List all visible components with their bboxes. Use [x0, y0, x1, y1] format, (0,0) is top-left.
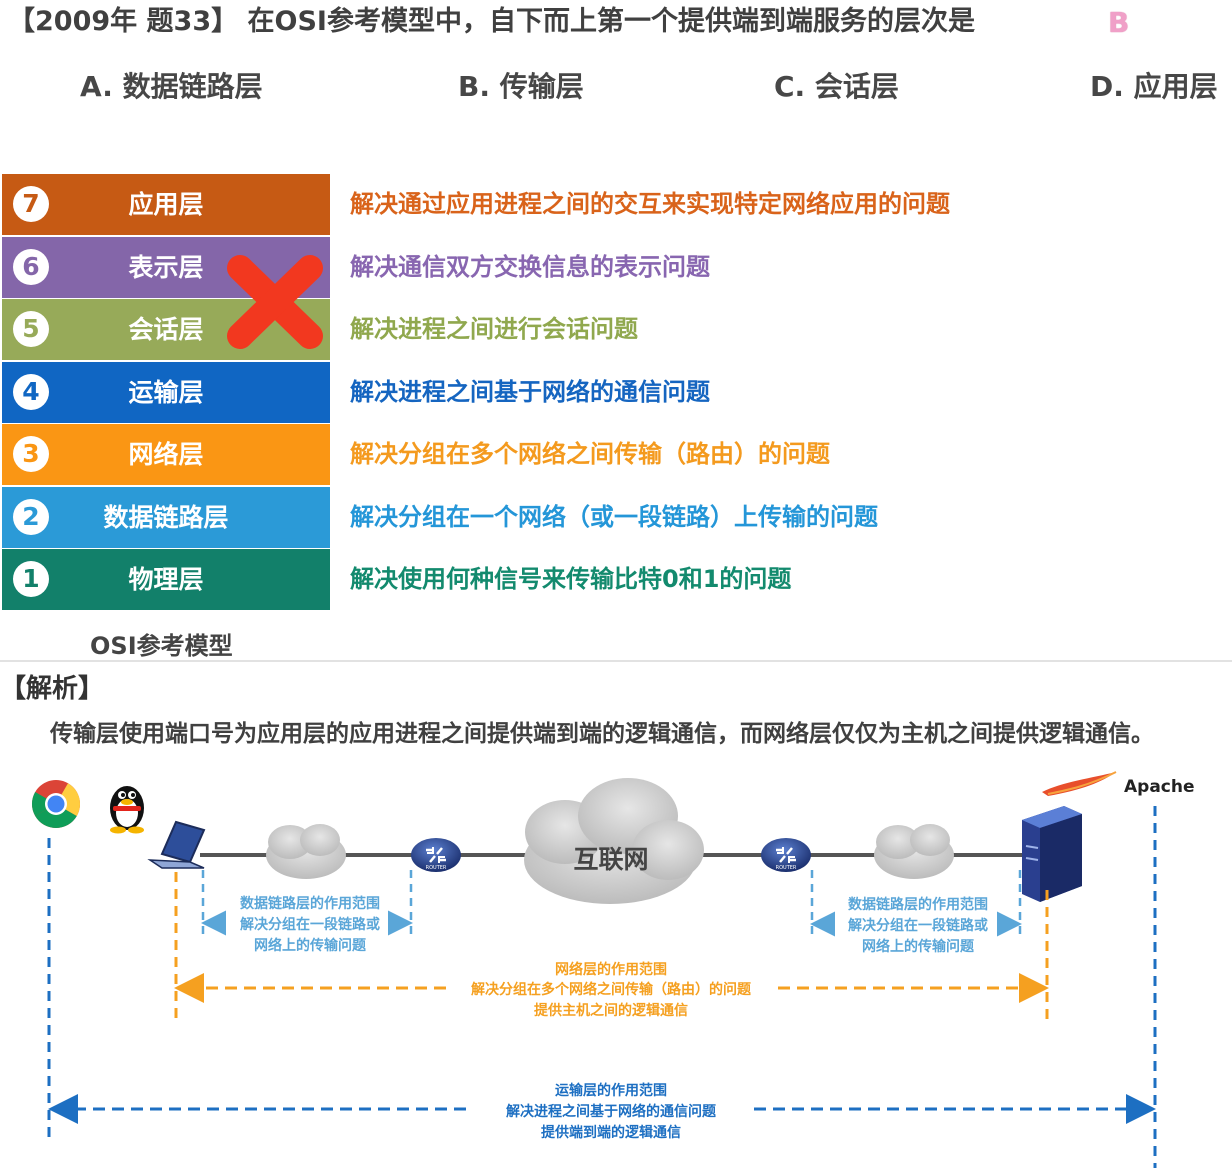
layer-number-badge: 1 [13, 561, 49, 597]
apache-label: Apache [1124, 777, 1195, 797]
option-a: A. 数据链路层 [80, 70, 263, 103]
layer-name: 数据链路层 [103, 503, 229, 532]
layer-row: 应用层 7 [2, 174, 330, 235]
apache-feather-icon [1042, 771, 1117, 796]
layer-number-badge: 7 [13, 186, 49, 222]
cloud-icon [874, 824, 954, 879]
datalink-left-label-2: 解决分组在一段链路或 [240, 916, 380, 933]
layer-name: 表示层 [128, 253, 204, 282]
svg-text:ROUTER: ROUTER [776, 865, 797, 871]
analysis-text: 传输层使用端口号为应用层的应用进程之间提供端到端的逻辑通信，而网络层仅仅为主机之… [50, 721, 1154, 747]
question-text: 【2009年 题33】 在OSI参考模型中，自下而上第一个提供端到端服务的层次是 [8, 6, 975, 37]
transport-label-1: 运输层的作用范围 [555, 1082, 667, 1099]
internet-label: 互联网 [573, 845, 648, 874]
layer-name: 网络层 [128, 440, 204, 469]
layer-description: 解决通信双方交换信息的表示问题 [350, 253, 710, 281]
transport-label-2: 解决进程之间基于网络的通信问题 [506, 1103, 717, 1120]
layer-number-badge: 2 [13, 499, 49, 535]
layer-name: 运输层 [128, 378, 204, 407]
svg-text:ROUTER: ROUTER [426, 865, 447, 871]
internet-cloud-icon [524, 778, 704, 904]
server-icon [1022, 806, 1082, 902]
layer-number-badge: 5 [13, 311, 49, 347]
layer-description: 解决通过应用进程之间的交互来实现特定网络应用的问题 [350, 190, 950, 218]
divider [0, 660, 1232, 662]
layer-number-badge: 3 [13, 436, 49, 472]
cloud-icon [266, 824, 346, 879]
layer-description: 解决进程之间基于网络的通信问题 [350, 378, 710, 406]
layer-name: 应用层 [128, 190, 204, 219]
network-scope-diagram: 互联网 ROUTER ROUTER Apache 数据链路层的作用范围 解决分 [31, 771, 1195, 1168]
layer-row: 运输层 4 [2, 362, 330, 423]
network-label-1: 网络层的作用范围 [555, 961, 667, 978]
layer-description: 解决使用何种信号来传输比特0和1的问题 [350, 565, 792, 593]
router-icon: ROUTER [761, 838, 811, 872]
layer-description: 解决分组在多个网络之间传输（路由）的问题 [350, 440, 830, 468]
cross-mark-icon [227, 255, 323, 349]
network-label-3: 提供主机之间的逻辑通信 [534, 1002, 688, 1019]
option-b: B. 传输层 [458, 70, 584, 103]
osi-model-caption: OSI参考模型 [90, 632, 233, 660]
datalink-left-label-1: 数据链路层的作用范围 [240, 895, 380, 912]
datalink-right-label-2: 解决分组在一段链路或 [848, 917, 988, 934]
option-d: D. 应用层 [1090, 70, 1218, 103]
network-label-2: 解决分组在多个网络之间传输（路由）的问题 [471, 981, 752, 998]
layer-row: 网络层 3 [2, 424, 330, 485]
layer-row: 物理层 1 [2, 549, 330, 610]
qq-penguin-icon [110, 786, 144, 834]
datalink-right-label-3: 网络上的传输问题 [862, 938, 975, 955]
layer-description: 解决分组在一个网络（或一段链路）上传输的问题 [350, 503, 878, 531]
layer-name: 物理层 [128, 565, 204, 594]
laptop-icon [147, 820, 206, 869]
answer-badge: B [1108, 6, 1130, 39]
datalink-left-label-3: 网络上的传输问题 [254, 937, 367, 954]
layer-description: 解决进程之间进行会话问题 [350, 315, 638, 343]
analysis-title: 【解析】 [0, 674, 105, 704]
layer-name: 会话层 [128, 315, 204, 344]
layer-number-badge: 4 [13, 374, 49, 410]
router-icon: ROUTER [411, 838, 461, 872]
layer-number-badge: 6 [13, 249, 49, 285]
transport-label-3: 提供端到端的逻辑通信 [541, 1124, 681, 1141]
datalink-right-label-1: 数据链路层的作用范围 [848, 896, 988, 913]
option-c: C. 会话层 [774, 70, 899, 103]
layer-row: 数据链路层 2 [2, 487, 330, 548]
chrome-icon [31, 780, 81, 829]
